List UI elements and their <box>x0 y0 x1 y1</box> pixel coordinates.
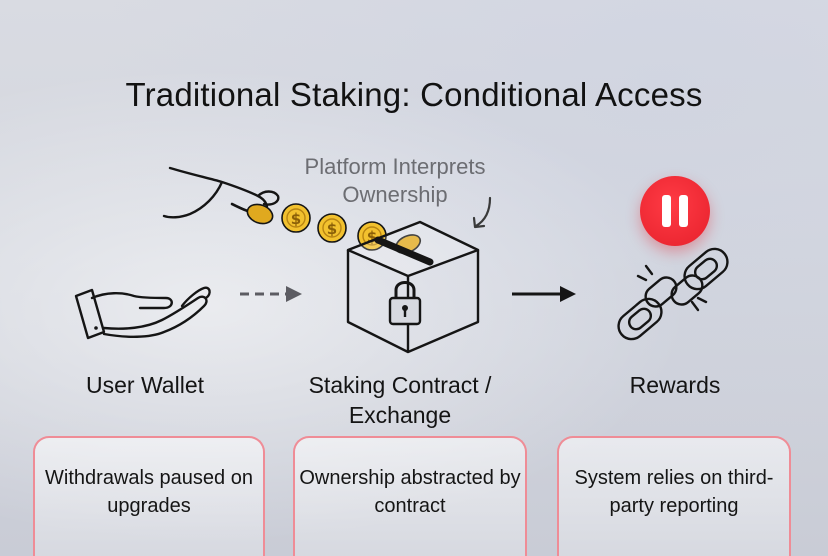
open-hand-icon <box>74 286 211 340</box>
note-card-rewards: System relies on third-party reporting <box>557 436 791 556</box>
staking-contract-label: Staking Contract / Exchange <box>308 372 492 428</box>
note-withdrawals-paused: Withdrawals paused on upgrades <box>45 467 253 517</box>
note-ownership-abstracted: Ownership abstracted by contract <box>299 467 521 517</box>
coin-2: $ <box>281 203 311 233</box>
diagram-title: Traditional Staking: Conditional Access <box>125 76 703 113</box>
coin-symbol: $ <box>327 220 337 238</box>
coin-1 <box>246 203 274 225</box>
user-wallet-label: User Wallet <box>86 372 204 398</box>
rewards-label: Rewards <box>629 372 721 398</box>
locked-box-icon <box>346 220 480 354</box>
pause-icon <box>640 176 710 246</box>
coin-symbol: $ <box>291 210 301 228</box>
dashed-arrow-icon <box>240 286 302 302</box>
coin-3: $ <box>317 213 347 243</box>
annotation-arrow-icon <box>472 196 492 229</box>
note-card-wallet: Withdrawals paused on upgrades <box>33 436 265 556</box>
platform-annotation: Platform Interprets Ownership <box>304 154 486 207</box>
solid-arrow-icon <box>512 286 576 302</box>
coin-symbol: $ <box>367 228 377 246</box>
broken-chain-icon <box>617 247 729 341</box>
note-third-party-reporting: System relies on third-party reporting <box>574 467 774 517</box>
padlock-icon <box>388 281 422 326</box>
note-card-contract: Ownership abstracted by contract <box>293 436 527 556</box>
